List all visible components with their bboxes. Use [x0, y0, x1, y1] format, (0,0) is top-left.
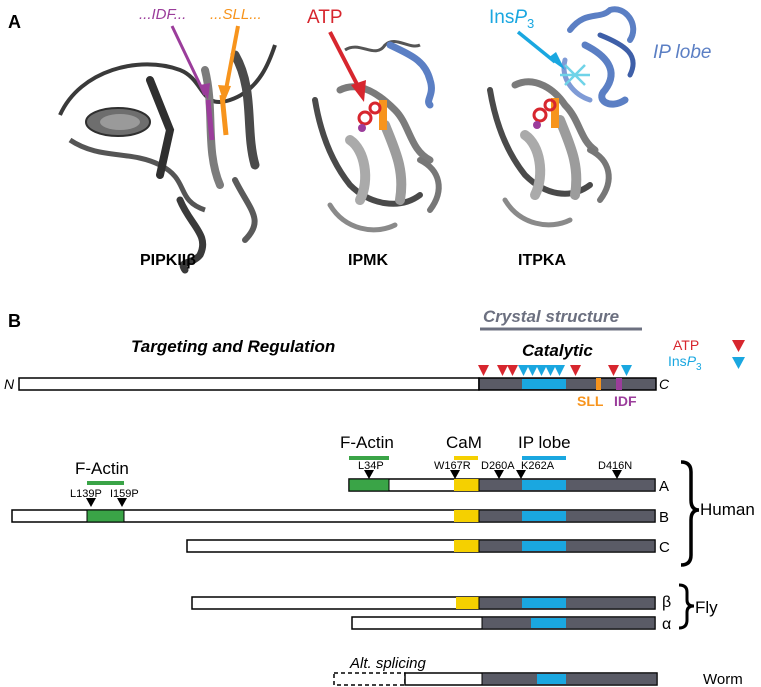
mutation-label: I159P	[110, 488, 139, 500]
human-label: Human	[700, 500, 755, 519]
structure-pipkii	[58, 44, 277, 274]
atp-marker	[608, 365, 619, 376]
isoform-label-fly-alpha: α	[662, 616, 671, 633]
legend-insp3-label: InsP3	[668, 353, 702, 373]
insp3-marker	[518, 365, 529, 376]
legend-atp-icon	[732, 340, 745, 352]
sll-segment	[596, 378, 601, 390]
isoform-label-fly-beta: β	[662, 594, 671, 611]
fly-label: Fly	[695, 598, 718, 617]
idf-segment	[616, 378, 622, 390]
worm-label: Worm	[703, 671, 743, 687]
legend-atp-label: ATP	[673, 337, 699, 353]
idf-annotation: ...IDF...	[139, 6, 186, 23]
atp-marker	[478, 365, 489, 376]
fly-brace	[678, 583, 695, 630]
mutation-marker	[364, 470, 374, 479]
insp3-markers	[518, 365, 632, 376]
mutation-label: K262A	[521, 460, 555, 472]
sll-annotation: ...SLL...	[210, 6, 262, 23]
structure-ipmk	[312, 39, 442, 233]
targeting-label: Targeting and Regulation	[131, 337, 335, 356]
f-actin-label-b: F-Actin	[75, 459, 129, 478]
mutation-label: D260A	[481, 460, 515, 472]
isoform-fly-beta	[191, 596, 656, 610]
mutation-marker	[516, 470, 526, 479]
isoform-human-c	[186, 539, 656, 553]
isoform-label-b: B	[659, 509, 669, 526]
atp-annotation: ATP	[307, 7, 343, 28]
mutation-marker	[86, 498, 96, 507]
structure-label-pipkii: PIPKIIβ	[140, 252, 196, 269]
sll-arrow	[223, 25, 240, 96]
regulatory-region-bar	[18, 377, 480, 391]
atp-arrowhead	[351, 80, 366, 102]
f-actin-label-a: F-Actin	[340, 433, 394, 452]
legend-insp3-icon	[732, 357, 745, 369]
mutation-label: L139P	[70, 488, 102, 500]
atp-marker	[497, 365, 508, 376]
panel-a-label: A	[8, 12, 21, 32]
isoform-human-b	[11, 509, 656, 523]
insp3-marker	[527, 365, 538, 376]
insp3-marker	[621, 365, 632, 376]
c-terminus-label: C	[659, 376, 670, 392]
mutation-label: L34P	[358, 460, 384, 472]
insp3-arrowhead	[548, 52, 565, 70]
insp3-marker	[536, 365, 547, 376]
idf-arrow	[170, 25, 207, 96]
isoform-human-a	[348, 478, 656, 492]
isoform-label-c: C	[659, 539, 670, 556]
mutation-marker	[117, 498, 127, 507]
ip-lobe-label: IP lobe	[518, 433, 571, 452]
mutation-marker	[450, 470, 460, 479]
mutation-marker	[494, 470, 504, 479]
atp-marker	[507, 365, 518, 376]
atp-arrow	[328, 31, 362, 91]
ip-lobe-annotation: IP lobe	[653, 42, 711, 63]
panel-b-label: B	[8, 311, 21, 331]
sll-arrowhead	[218, 85, 231, 103]
human-brace	[680, 460, 700, 567]
idf-label: IDF	[614, 393, 637, 409]
insp3-marker	[545, 365, 556, 376]
cam-label: CaM	[446, 433, 482, 452]
mutation-marker	[612, 470, 622, 479]
isoform-worm	[404, 672, 658, 686]
crystal-structure-label: Crystal structure	[483, 307, 619, 326]
catalytic-region-bar	[478, 377, 657, 391]
idf-arrowhead	[200, 83, 210, 100]
structure-label-ipmk: IPMK	[348, 252, 388, 269]
alt-splicing-label: Alt. splicing	[349, 655, 427, 672]
insp3-marker	[554, 365, 565, 376]
catalytic-label: Catalytic	[522, 341, 593, 360]
isoform-label-a: A	[659, 478, 669, 495]
mutation-label: W167R	[434, 460, 471, 472]
insp3-annotation: InsP3	[489, 7, 534, 31]
mutation-label: D416N	[598, 460, 632, 472]
n-terminus-label: N	[4, 376, 15, 392]
atp-markers	[478, 365, 619, 376]
structure-itpka	[487, 6, 637, 228]
isoform-fly-alpha	[351, 616, 656, 630]
sll-label: SLL	[577, 393, 604, 409]
ip-lobe-segment	[522, 379, 566, 389]
atp-marker	[570, 365, 581, 376]
alt-splicing-segment	[333, 672, 406, 686]
insp3-arrow	[516, 30, 557, 64]
structure-label-itpka: ITPKA	[518, 252, 566, 269]
